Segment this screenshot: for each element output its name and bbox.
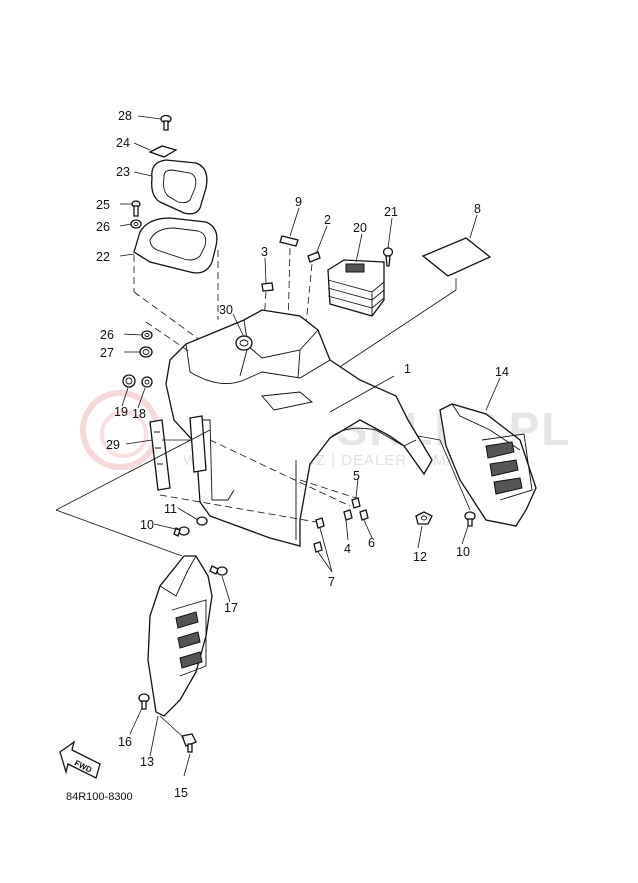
callout-2[interactable]: 2 [324, 213, 331, 227]
part-10-bolt-left[interactable] [173, 526, 190, 537]
callout-29[interactable]: 29 [106, 438, 120, 452]
part-13-left-side-panel[interactable] [147, 555, 213, 717]
callout-20[interactable]: 20 [353, 221, 367, 235]
callout-10-left[interactable]: 10 [140, 518, 154, 532]
part-5-clip[interactable] [351, 497, 361, 509]
callout-25[interactable]: 25 [96, 198, 110, 212]
diagram-code: 84R100-8300 [66, 791, 133, 803]
part-18-grommet[interactable] [141, 376, 153, 388]
callout-3[interactable]: 3 [261, 245, 268, 259]
part-11-nut[interactable] [196, 516, 208, 526]
fwd-arrow-icon: FWD [59, 740, 101, 779]
callout-9[interactable]: 9 [295, 195, 302, 209]
part-26-nut-upper[interactable] [130, 219, 142, 229]
part-4-clip[interactable] [343, 509, 353, 521]
part-29-bracket[interactable] [149, 415, 207, 491]
part-19-grommet[interactable] [122, 374, 136, 388]
callout-10-right[interactable]: 10 [456, 545, 470, 559]
part-6-clip[interactable] [359, 509, 369, 521]
callout-16[interactable]: 16 [118, 735, 132, 749]
part-1-front-body[interactable] [165, 309, 433, 547]
callout-11[interactable]: 11 [164, 502, 177, 516]
callout-21[interactable]: 21 [384, 205, 398, 219]
part-23-bezel[interactable] [151, 159, 208, 215]
part-2-clip[interactable] [307, 251, 321, 263]
part-3-clip[interactable] [261, 282, 274, 292]
part-7-clip-upper[interactable] [315, 517, 325, 529]
callout-14[interactable]: 14 [495, 365, 509, 379]
callout-22[interactable]: 22 [96, 250, 110, 264]
callout-27[interactable]: 27 [100, 346, 114, 360]
part-25-screw[interactable] [131, 200, 141, 217]
callout-5[interactable]: 5 [353, 469, 360, 483]
part-21-screw[interactable] [382, 247, 394, 267]
part-17-screw[interactable] [209, 565, 228, 576]
callout-30[interactable]: 30 [219, 303, 233, 317]
callout-23[interactable]: 23 [116, 165, 130, 179]
part-28-screw[interactable] [160, 114, 172, 131]
callout-6[interactable]: 6 [368, 536, 375, 550]
part-12-nut[interactable] [415, 511, 433, 525]
part-9-clip[interactable] [279, 235, 299, 247]
callout-26-lower[interactable]: 26 [100, 328, 114, 342]
part-7-clip-lower[interactable] [313, 541, 323, 553]
callout-4[interactable]: 4 [344, 542, 351, 556]
part-10-bolt-right[interactable] [464, 511, 476, 527]
part-30-knob[interactable] [235, 335, 253, 351]
callout-28[interactable]: 28 [118, 109, 132, 123]
part-22-speedometer-cover[interactable] [133, 217, 218, 274]
callout-8[interactable]: 8 [474, 202, 481, 216]
callout-12[interactable]: 12 [413, 550, 427, 564]
callout-19[interactable]: 19 [114, 405, 128, 419]
callout-labels: 28 24 23 25 26 22 9 2 3 20 21 8 30 26 27… [96, 109, 509, 800]
callout-17[interactable]: 17 [224, 601, 238, 615]
part-24-plate[interactable] [148, 145, 178, 158]
callout-7[interactable]: 7 [328, 575, 335, 589]
callout-1[interactable]: 1 [404, 362, 411, 376]
callout-leaders [119, 115, 501, 777]
part-8-plate[interactable] [421, 237, 492, 277]
part-20-toolbox[interactable] [327, 259, 385, 317]
part-16-rivet[interactable] [138, 693, 150, 710]
part-27-grommet[interactable] [139, 346, 153, 358]
callout-24[interactable]: 24 [116, 136, 130, 150]
part-15-bolt[interactable] [181, 733, 197, 753]
part-26-nut-lower[interactable] [141, 330, 153, 340]
callout-15[interactable]: 15 [174, 786, 188, 800]
callout-13[interactable]: 13 [140, 755, 154, 769]
part-14-right-side-panel[interactable] [439, 403, 537, 527]
callout-18[interactable]: 18 [132, 407, 146, 421]
callout-26-upper[interactable]: 26 [96, 220, 110, 234]
